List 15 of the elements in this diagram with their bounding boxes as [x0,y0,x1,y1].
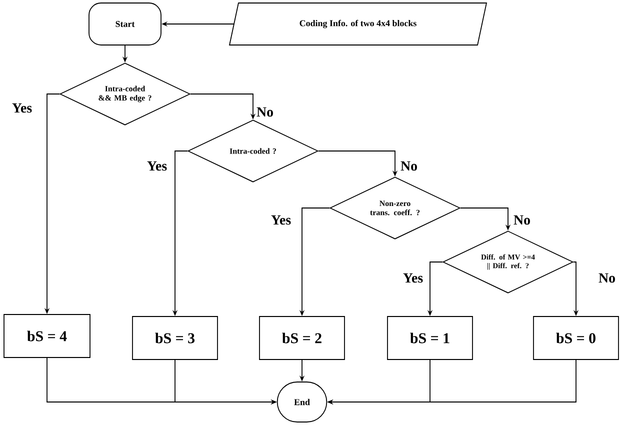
end-terminal: End [276,382,328,422]
process-box: bS = 1 [387,316,473,360]
process-box: bS = 4 [4,314,90,358]
edge-label: No [512,214,532,226]
edge-label: Yes [146,160,168,172]
edge-label: Yes [402,272,424,284]
process-box: bS = 2 [259,316,345,360]
edge-label: No [255,106,275,118]
process-box: bS = 3 [132,316,218,360]
edge-label: No [399,160,419,172]
edge-label: Yes [10,102,34,114]
edge-label: No [597,272,617,284]
start-terminal: Start [88,2,162,46]
process-box: bS = 0 [533,316,619,360]
edge-label: Yes [270,214,292,226]
